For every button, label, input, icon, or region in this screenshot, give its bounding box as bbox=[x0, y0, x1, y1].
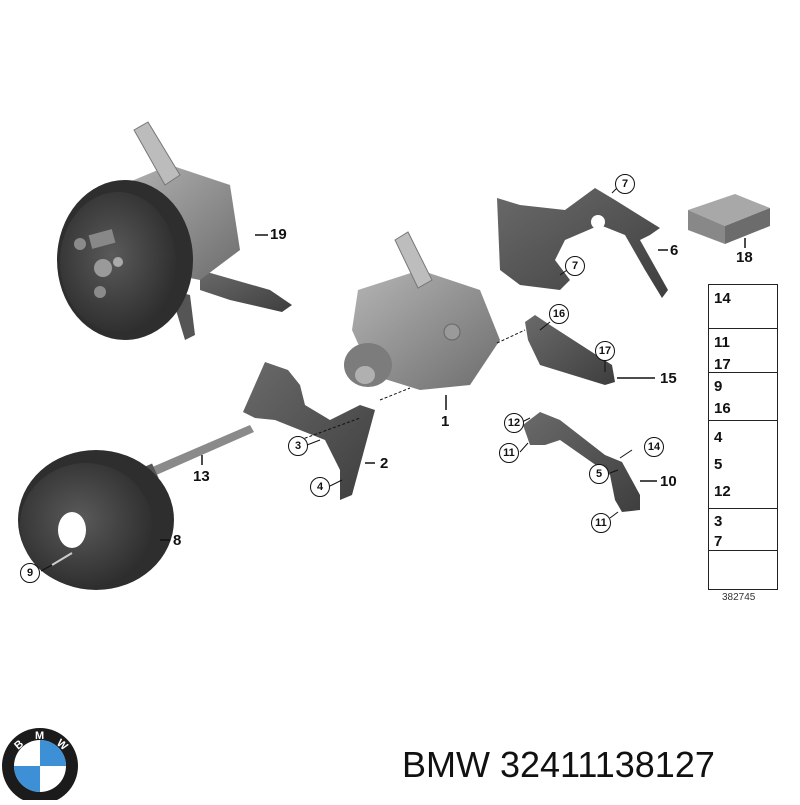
callout-17: 17 bbox=[595, 341, 615, 361]
legend-row-long-bolt: 4 5 12 bbox=[709, 421, 777, 509]
bracket-6 bbox=[497, 184, 668, 298]
callout-13: 13 bbox=[193, 468, 210, 485]
legend-numbers: 9 16 bbox=[714, 378, 731, 417]
block-18 bbox=[688, 194, 770, 248]
leader-lines bbox=[40, 321, 633, 572]
callout-18: 18 bbox=[736, 249, 753, 266]
callout-5: 5 bbox=[589, 464, 609, 484]
callout-10: 10 bbox=[660, 473, 677, 490]
legend-row-short-bolt: 11 17 bbox=[709, 329, 777, 373]
callout-7a: 7 bbox=[615, 174, 635, 194]
pump-1 bbox=[344, 231, 500, 410]
pulley-8 bbox=[18, 450, 174, 590]
legend-numbers: 14 bbox=[714, 290, 731, 307]
diagram-reference-number: 382745 bbox=[722, 592, 756, 603]
callout-14: 14 bbox=[644, 437, 664, 457]
legend-numbers: 4 5 12 bbox=[714, 429, 731, 500]
callout-2: 2 bbox=[380, 455, 389, 472]
callout-9: 9 bbox=[20, 563, 40, 583]
callout-6: 6 bbox=[670, 242, 679, 259]
legend-row-hex-bolt: 9 16 bbox=[709, 373, 777, 421]
callout-11b: 11 bbox=[591, 513, 611, 533]
part-title: BMW 32411138127 bbox=[402, 744, 715, 785]
callout-1: 1 bbox=[441, 413, 450, 430]
callout-4: 4 bbox=[310, 477, 330, 497]
fastener-legend: 14 11 17 9 16 4 5 12 3 7 bbox=[708, 284, 778, 590]
bracket-10 bbox=[523, 412, 657, 512]
callout-15: 15 bbox=[660, 370, 677, 387]
callout-3: 3 bbox=[288, 436, 308, 456]
callout-11a: 11 bbox=[499, 443, 519, 463]
pump-assembly-19 bbox=[57, 121, 292, 340]
bmw-logo: B M W bbox=[2, 728, 78, 804]
callout-8: 8 bbox=[173, 532, 182, 549]
legend-row-flange-nut: 14 bbox=[709, 285, 777, 329]
callout-19: 19 bbox=[270, 226, 287, 243]
bracket-2 bbox=[243, 362, 411, 500]
legend-numbers: 3 7 bbox=[714, 513, 723, 550]
callout-16: 16 bbox=[549, 304, 569, 324]
callout-7b: 7 bbox=[565, 256, 585, 276]
svg-text:M: M bbox=[35, 730, 44, 742]
legend-numbers: 11 17 bbox=[714, 334, 731, 373]
callout-12: 12 bbox=[504, 413, 524, 433]
bracket-15 bbox=[496, 315, 655, 385]
legend-row-medium-bolt: 3 7 bbox=[709, 509, 777, 551]
legend-row-arrow bbox=[709, 551, 777, 589]
